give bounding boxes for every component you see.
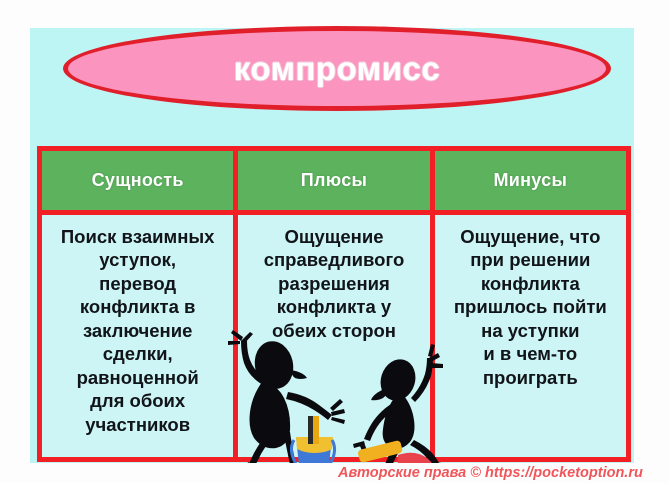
watermark-text: Авторские права © https://pocketoption.r… <box>338 464 643 481</box>
page-title: компромисс <box>233 50 441 87</box>
table-cell-cons: Ощущение, что при решении конфликта приш… <box>429 215 626 457</box>
table-header-label: Минусы <box>493 170 568 190</box>
table-header-cons: Минусы <box>429 151 626 210</box>
table-cell-essence: Поиск взаимных уступок, перевод конфликт… <box>42 215 233 457</box>
table-cell-text: Поиск взаимных уступок, перевод конфликт… <box>60 226 215 435</box>
table-cell-text: Ощущение справедливого разрешения конфли… <box>263 226 405 341</box>
table-header-label: Плюсы <box>300 170 368 190</box>
table-body-row: Поиск взаимных уступок, перевод конфликт… <box>42 215 626 457</box>
watermark: Авторские права © https://pocketoption.r… <box>338 462 668 483</box>
table-cell-pros: Ощущение справедливого разрешения конфли… <box>233 215 429 457</box>
title-ellipse: компромисс <box>63 26 611 111</box>
bottom-strip <box>0 463 669 483</box>
table-header-pros: Плюсы <box>233 151 430 210</box>
table-cell-text: Ощущение, что при решении конфликта приш… <box>453 226 607 388</box>
table-header-row: Сущность Плюсы Минусы <box>42 151 626 215</box>
comparison-table: Сущность Плюсы Минусы Поиск взаимных уст… <box>37 146 631 462</box>
table-header-essence: Сущность <box>42 151 234 210</box>
table-header-label: Сущность <box>91 170 184 190</box>
